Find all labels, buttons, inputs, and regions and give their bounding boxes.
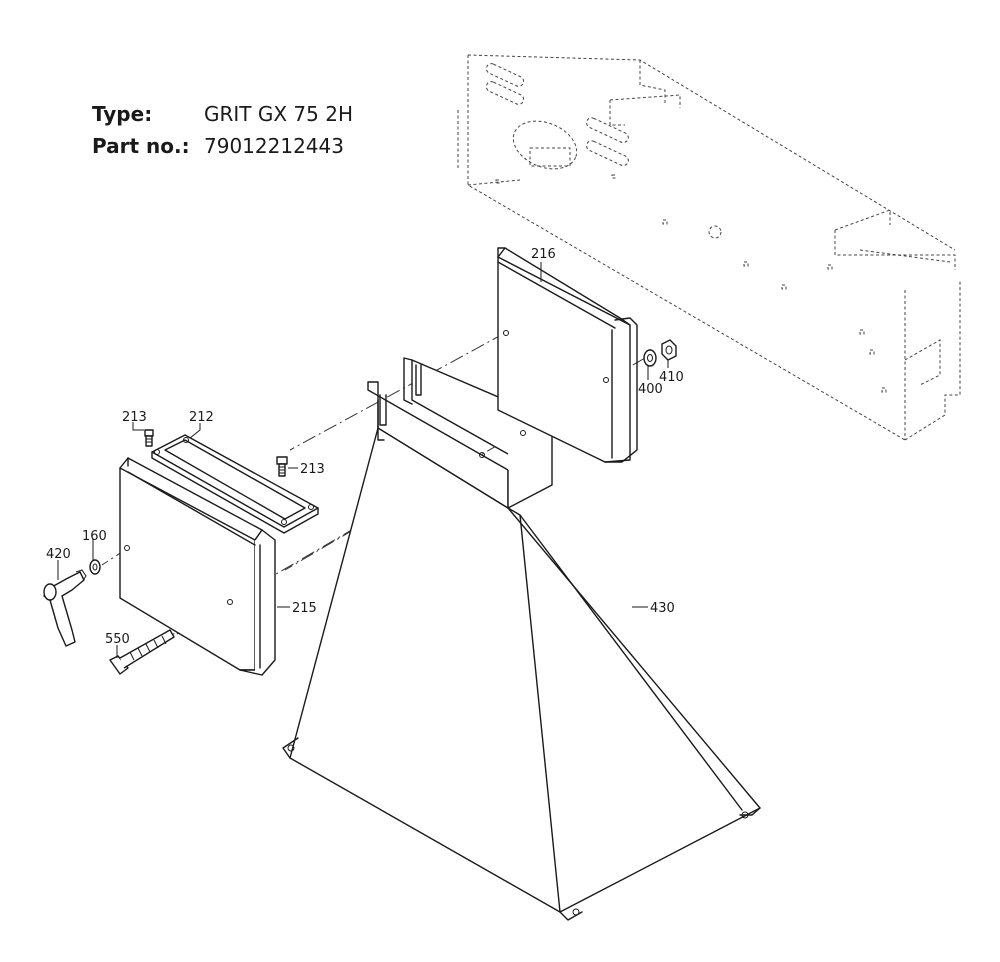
callout-160: 160 [82,529,107,544]
callout-212: 212 [189,410,214,425]
type-label: Type: [92,102,153,126]
washer-160 [89,559,101,575]
callouts: 216 400 410 213 212 213 160 420 215 550 … [46,247,684,647]
type-value: GRIT GX 75 2H [204,102,353,126]
plate-212 [151,434,319,534]
callout-550: 550 [105,632,130,647]
part-number-value: 79012212443 [204,134,344,158]
cover-plate-215 [119,457,276,676]
leader-lines [57,262,669,658]
hopper-430 [282,357,761,921]
clamp-lever-420 [43,569,87,647]
machine-frame [457,54,961,441]
callout-410: 410 [659,370,684,385]
screw-213-left [144,429,154,447]
callout-400: 400 [638,382,663,397]
callout-213-right: 213 [300,462,325,477]
callout-215: 215 [292,601,317,616]
washer-400 [643,349,657,367]
type-row: Type: GRIT GX 75 2H [92,102,353,134]
callout-213-left: 213 [122,410,147,425]
cover-plate-216 [497,247,638,463]
part-number-label: Part no.: [92,134,190,158]
header-block: Type: GRIT GX 75 2H Part no.: 7901221244… [92,102,353,166]
bolt-550 [109,629,175,675]
nut-410 [661,339,677,361]
callout-420: 420 [46,547,71,562]
callout-430: 430 [650,601,675,616]
callout-216: 216 [531,247,556,262]
screw-213-right [276,456,288,477]
part-number-row: Part no.: 79012212443 [92,134,353,166]
